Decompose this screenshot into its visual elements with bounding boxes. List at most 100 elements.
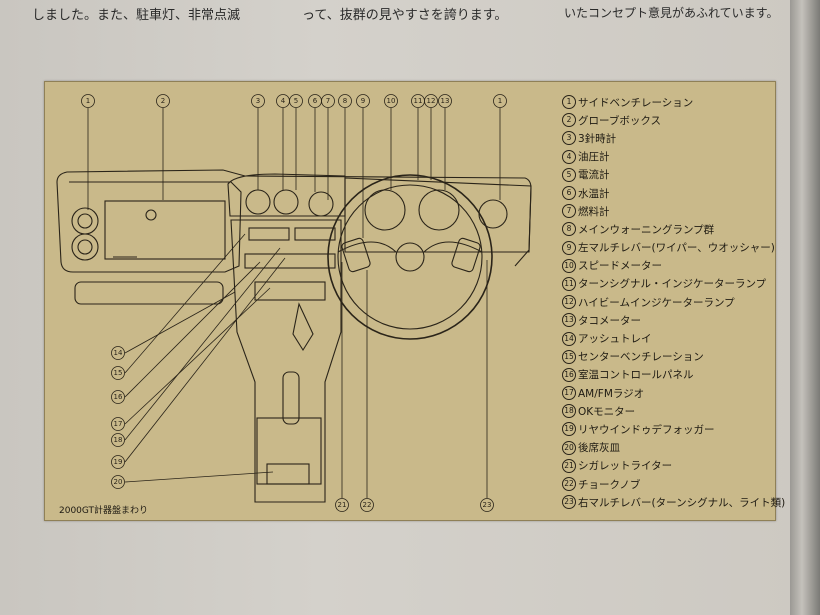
callout-22: 22 — [363, 501, 372, 509]
right-side-vent-icon — [478, 199, 508, 229]
legend-label: リヤウインドゥデフォッガー — [578, 423, 715, 436]
callout-14: 14 — [114, 349, 123, 357]
left-multi-lever — [341, 237, 371, 273]
legend-label: アッシュトレイ — [578, 333, 652, 346]
legend-label: グローブボックス — [578, 114, 662, 127]
legend-number-badge: 1 — [562, 95, 576, 110]
legend-label: ハイビームインジケーターランプ — [578, 296, 735, 309]
left-dash-section — [56, 181, 242, 273]
steering-hub — [395, 242, 425, 272]
instrument-cluster — [344, 177, 532, 253]
clock-gauge — [245, 189, 271, 215]
shift-lever — [292, 302, 314, 352]
callout-leaders — [87, 108, 501, 498]
legend-number-badge: 7 — [562, 204, 576, 219]
steering-wheel-inner-rim — [337, 184, 483, 330]
callout-12: 12 — [427, 97, 436, 105]
legend-number-badge: 10 — [562, 258, 576, 273]
callout-3: 3 — [256, 97, 260, 105]
diagram-caption: 2000GT計器盤まわり — [59, 506, 149, 516]
legend-label: チョークノブ — [578, 478, 641, 491]
legend-number-badge: 14 — [562, 331, 576, 346]
callout-2: 2 — [161, 97, 165, 105]
side-vent-icon — [71, 207, 99, 261]
legend-number-badge: 12 — [562, 295, 576, 310]
parking-brake — [282, 371, 300, 425]
legend-label: 水温計 — [578, 187, 610, 200]
legend-label: 室温コントロールパネル — [578, 369, 694, 382]
legend-label: サイドベンチレーション — [578, 96, 694, 109]
legend-label: シガレットライター — [578, 460, 673, 473]
legend-number-badge: 20 — [562, 440, 576, 455]
legend-label: ターンシグナル・インジケーターランプ — [578, 278, 767, 291]
callout-1-top-left: 1 — [86, 97, 90, 105]
dashboard-illustration: 1 2 3 4 5 6 7 8 9 10 11 12 13 1 14 15 16… — [56, 94, 532, 512]
callout-13: 13 — [441, 97, 450, 105]
legend-number-badge: 17 — [562, 386, 576, 401]
callout-5: 5 — [294, 97, 298, 105]
callout-18: 18 — [114, 436, 123, 444]
legend-label: スピードメーター — [578, 260, 662, 273]
legend-label: OKモニター — [578, 405, 636, 418]
dashboard-diagram-panel: 1 2 3 4 5 6 7 8 9 10 11 12 13 1 14 15 16… — [44, 81, 785, 521]
legend-label: センターベンチレーション — [578, 351, 704, 364]
callout-1-top-right: 1 — [498, 97, 502, 105]
legend-label: タコメーター — [578, 314, 641, 327]
callout-number-circles — [81, 94, 507, 512]
callout-16: 16 — [114, 393, 123, 401]
callout-7: 7 — [326, 97, 330, 105]
legend-number-badge: 11 — [562, 276, 576, 291]
legend-label: 右マルチレバー(ターンシグナル、ライト類) — [578, 496, 786, 509]
legend-number-badge: 13 — [562, 313, 576, 328]
glove-box — [104, 200, 226, 260]
legend-number-badge: 21 — [562, 458, 576, 473]
gauge-pod — [227, 173, 346, 217]
legend-number-badge: 16 — [562, 367, 576, 382]
center-vent — [294, 227, 336, 241]
right-multi-lever — [451, 237, 481, 273]
speedometer-gauge — [364, 189, 406, 231]
callout-17: 17 — [114, 420, 123, 428]
legend-label: 後席灰皿 — [578, 442, 620, 455]
legend-number-badge: 2 — [562, 113, 576, 128]
steering-spokes — [337, 241, 483, 253]
lower-dash-shelf — [74, 281, 224, 305]
legend-number-badge: 18 — [562, 404, 576, 419]
legend-label: 左マルチレバー(ワイパー、ウオッシャー) — [578, 242, 775, 255]
radio-unit — [254, 281, 326, 301]
oil-pressure-gauge — [273, 189, 299, 215]
callout-11: 11 — [414, 97, 423, 105]
callout-19: 19 — [114, 458, 123, 466]
legend-number-badge: 9 — [562, 240, 576, 255]
legend-label: 3針時計 — [578, 132, 617, 145]
callout-21: 21 — [338, 501, 347, 509]
climate-control-panel — [244, 253, 336, 269]
callout-15: 15 — [114, 369, 123, 377]
legend-number-badge: 23 — [562, 495, 576, 510]
rear-ashtray — [266, 463, 310, 485]
legend-label: 電流計 — [578, 169, 610, 182]
legend-label: メインウォーニングランプ群 — [578, 223, 715, 236]
legend-number-badge: 22 — [562, 477, 576, 492]
steering-wheel — [327, 174, 493, 340]
tachometer-gauge — [418, 189, 460, 231]
body-text-left: しました。また、駐車灯、非常点滅 — [32, 8, 241, 23]
